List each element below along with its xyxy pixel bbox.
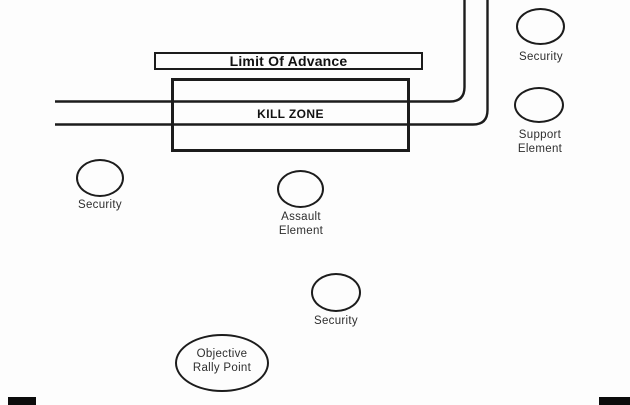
limit-of-advance-label: Limit Of Advance [229, 53, 348, 69]
crop-mark-left [8, 397, 36, 405]
limit-of-advance-box: Limit Of Advance [154, 52, 423, 70]
unit-ellipse-assault-element [277, 170, 324, 208]
unit-label-security-left: Security [78, 199, 122, 211]
unit-label-support-element: Support Element [517, 129, 563, 155]
unit-ellipse-objective-rally-point [175, 334, 269, 392]
crop-mark-right [599, 397, 630, 405]
unit-ellipse-security-top-right [516, 8, 565, 45]
unit-label-security-top-right: Security [519, 51, 563, 63]
kill-zone-box: KILL ZONE [171, 78, 410, 152]
unit-label-security-mid: Security [314, 315, 358, 327]
unit-label-objective-rally-point: Objective Rally Point [192, 348, 252, 374]
unit-ellipse-support-element [514, 87, 564, 123]
unit-ellipse-security-left [76, 159, 124, 197]
kill-zone-label: KILL ZONE [257, 106, 324, 121]
unit-ellipse-security-mid [311, 273, 361, 312]
unit-label-assault-element: Assault Element [278, 211, 324, 237]
